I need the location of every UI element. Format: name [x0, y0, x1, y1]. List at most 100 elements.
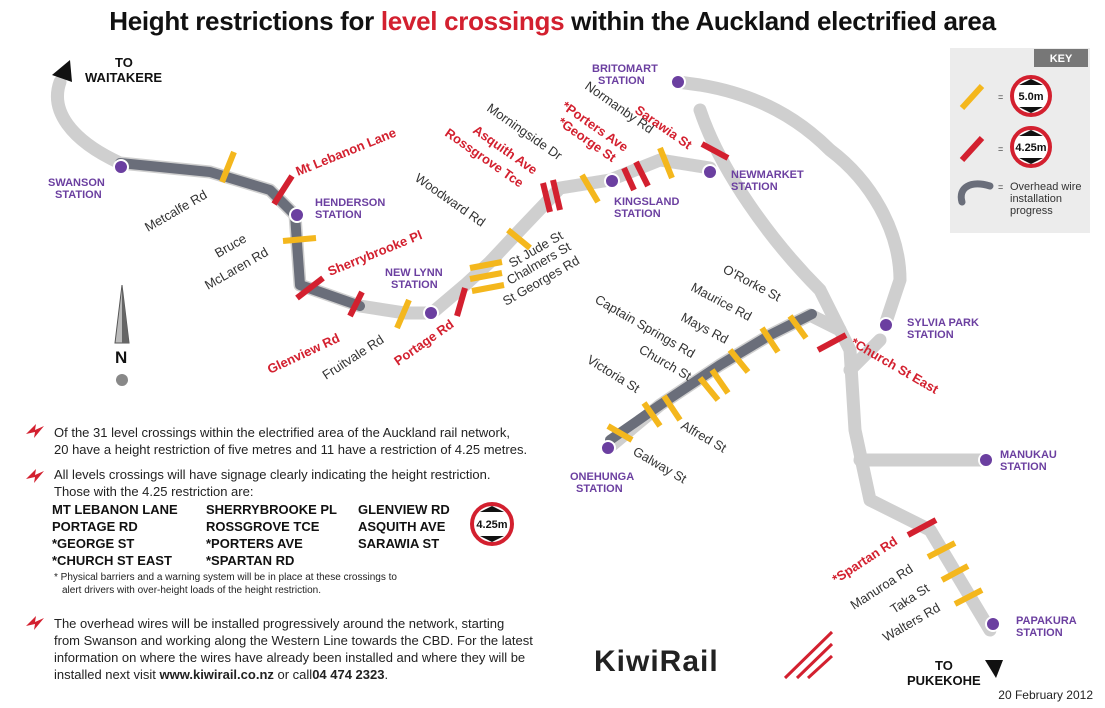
crossing-portage: [454, 287, 468, 317]
footnote: * Physical barriers and a warning system…: [54, 572, 397, 596]
crossing-chalmers: [469, 270, 503, 282]
svg-text:=: =: [998, 182, 1003, 192]
sylvia-link-track: [843, 333, 887, 377]
crossing-asquith: [550, 179, 563, 211]
crossing-mays: [727, 348, 751, 374]
svg-text:=: =: [998, 144, 1003, 154]
crossing-churchsteast: [816, 332, 848, 353]
svg-text:4.25m: 4.25m: [1015, 142, 1046, 154]
arrow-pukekohe: [985, 660, 1003, 678]
dot-henderson: [289, 207, 305, 223]
dot-britomart: [670, 74, 686, 90]
crossing-galway: [606, 423, 634, 443]
crossing-marks-red: [271, 141, 938, 538]
page-title: Height restrictions for level crossings …: [109, 6, 996, 36]
key-header-bar: [1034, 49, 1088, 67]
crossing-ororke: [787, 314, 809, 340]
station-dots: [113, 74, 1001, 632]
crossing-walters: [953, 587, 984, 607]
compass: N: [114, 284, 130, 386]
key-sign-5m: [1010, 75, 1052, 117]
crossing-captain: [709, 368, 731, 395]
lightning-icon: [26, 424, 44, 438]
compass-north: N: [115, 348, 127, 367]
crossing-fruitvale: [394, 298, 412, 330]
crossing-woodward: [506, 227, 532, 251]
key-sign-425m: [1010, 126, 1052, 168]
note-paragraph-2: All levels crossings will have signage c…: [54, 467, 491, 499]
svg-text:5.0m: 5.0m: [1018, 91, 1043, 103]
eastern-line-track: [671, 75, 907, 332]
label-metcalfe: Metcalfe Rd: [142, 187, 210, 235]
dot-onehunga: [600, 440, 616, 456]
svg-text:4.25m: 4.25m: [476, 519, 507, 531]
crossing-spartan: [906, 517, 938, 538]
svg-text:=: =: [998, 92, 1003, 102]
dot-manukau: [978, 452, 994, 468]
dot-newmarket: [702, 164, 718, 180]
phone-number: 04 474 2323: [312, 667, 385, 682]
label-woodward: Woodward Rd: [412, 170, 488, 229]
dot-newlynn: [423, 305, 439, 321]
crossing-mtlebanon: [271, 174, 295, 206]
crossing-maurice: [759, 326, 781, 354]
website-link[interactable]: www.kiwirail.co.nz: [159, 667, 274, 682]
logo-mark: [783, 630, 834, 680]
dot-papakura: [985, 616, 1001, 632]
label-mclaren: McLaren Rd: [202, 244, 271, 292]
label-galway: Galway St: [631, 444, 690, 487]
crossing-sarawia: [700, 141, 730, 161]
crossing-metcalfe: [219, 150, 237, 184]
crossing-marks-yellow: [219, 146, 984, 607]
crossing-mclaren: [282, 235, 317, 244]
compass-dot: [116, 374, 128, 386]
arrow-waitakere: [52, 60, 72, 82]
dot-sylvia: [878, 317, 894, 333]
crossing-alfred: [661, 394, 683, 422]
crossing-stgeorges: [471, 282, 505, 294]
crossing-morningside: [579, 173, 601, 204]
key-red-mark: [959, 135, 985, 163]
crossing-glenview: [347, 290, 365, 318]
crossing-george: [621, 166, 637, 192]
destination-arrows: [52, 60, 1003, 678]
note-paragraph-3: The overhead wires will be installed pro…: [54, 616, 533, 682]
crossing-taka: [940, 563, 970, 583]
key-header: KEY: [1050, 53, 1073, 65]
southern-line-track: [693, 103, 997, 637]
crossing-manuroa: [926, 540, 957, 560]
lightning-icon: [26, 469, 44, 483]
label-mtlebanon: Mt Lebanon Lane: [294, 125, 399, 179]
crossing-rossgrove: [540, 182, 553, 213]
crossing-victoria: [641, 401, 663, 428]
dot-swanson: [113, 159, 129, 175]
crossing-sherrybrooke: [295, 275, 325, 301]
key-yellow-mark: [959, 83, 985, 111]
crossing-stjude: [469, 259, 503, 271]
crossing-porters: [633, 160, 651, 188]
note-paragraph-1: Of the 31 level crossings within the ele…: [54, 425, 528, 457]
onehunga-progress: [605, 309, 817, 445]
crossing-normanby: [657, 146, 675, 180]
label-alfred: Alfred St: [679, 418, 730, 456]
publication-date: 20 February 2012: [998, 688, 1093, 702]
notes-sign: 4.25m: [470, 502, 514, 546]
label-victoria: Victoria St: [584, 352, 642, 396]
